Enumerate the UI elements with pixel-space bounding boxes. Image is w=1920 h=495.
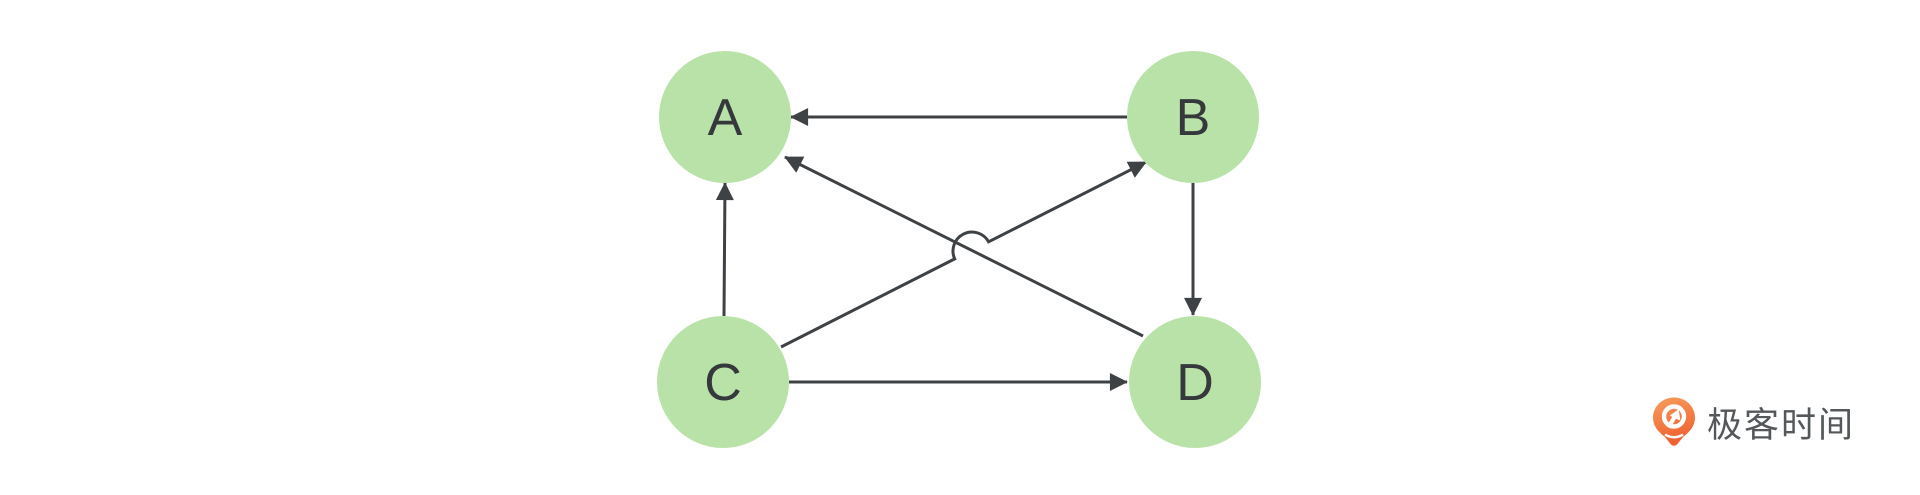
geektime-watermark: 极客时间 — [1650, 393, 1855, 451]
node-label-B: B — [1176, 89, 1211, 147]
edge-C-B — [780, 160, 1147, 349]
pin-arrow-head — [1669, 409, 1681, 421]
node-A — [659, 51, 791, 183]
node-label-C: C — [704, 354, 742, 412]
geektime-pin-icon — [1653, 397, 1695, 446]
pin-ring — [1661, 404, 1687, 429]
brand-name-text: 极客时间 — [1707, 405, 1856, 445]
node-C — [657, 316, 789, 448]
edge-C-A — [715, 182, 734, 317]
pin-tail-notch — [1664, 433, 1684, 439]
edge-D-A — [784, 155, 1144, 338]
node-label-A: A — [708, 89, 743, 147]
node-label-D: D — [1176, 354, 1214, 412]
node-B — [1127, 51, 1259, 183]
node-D — [1129, 316, 1261, 448]
